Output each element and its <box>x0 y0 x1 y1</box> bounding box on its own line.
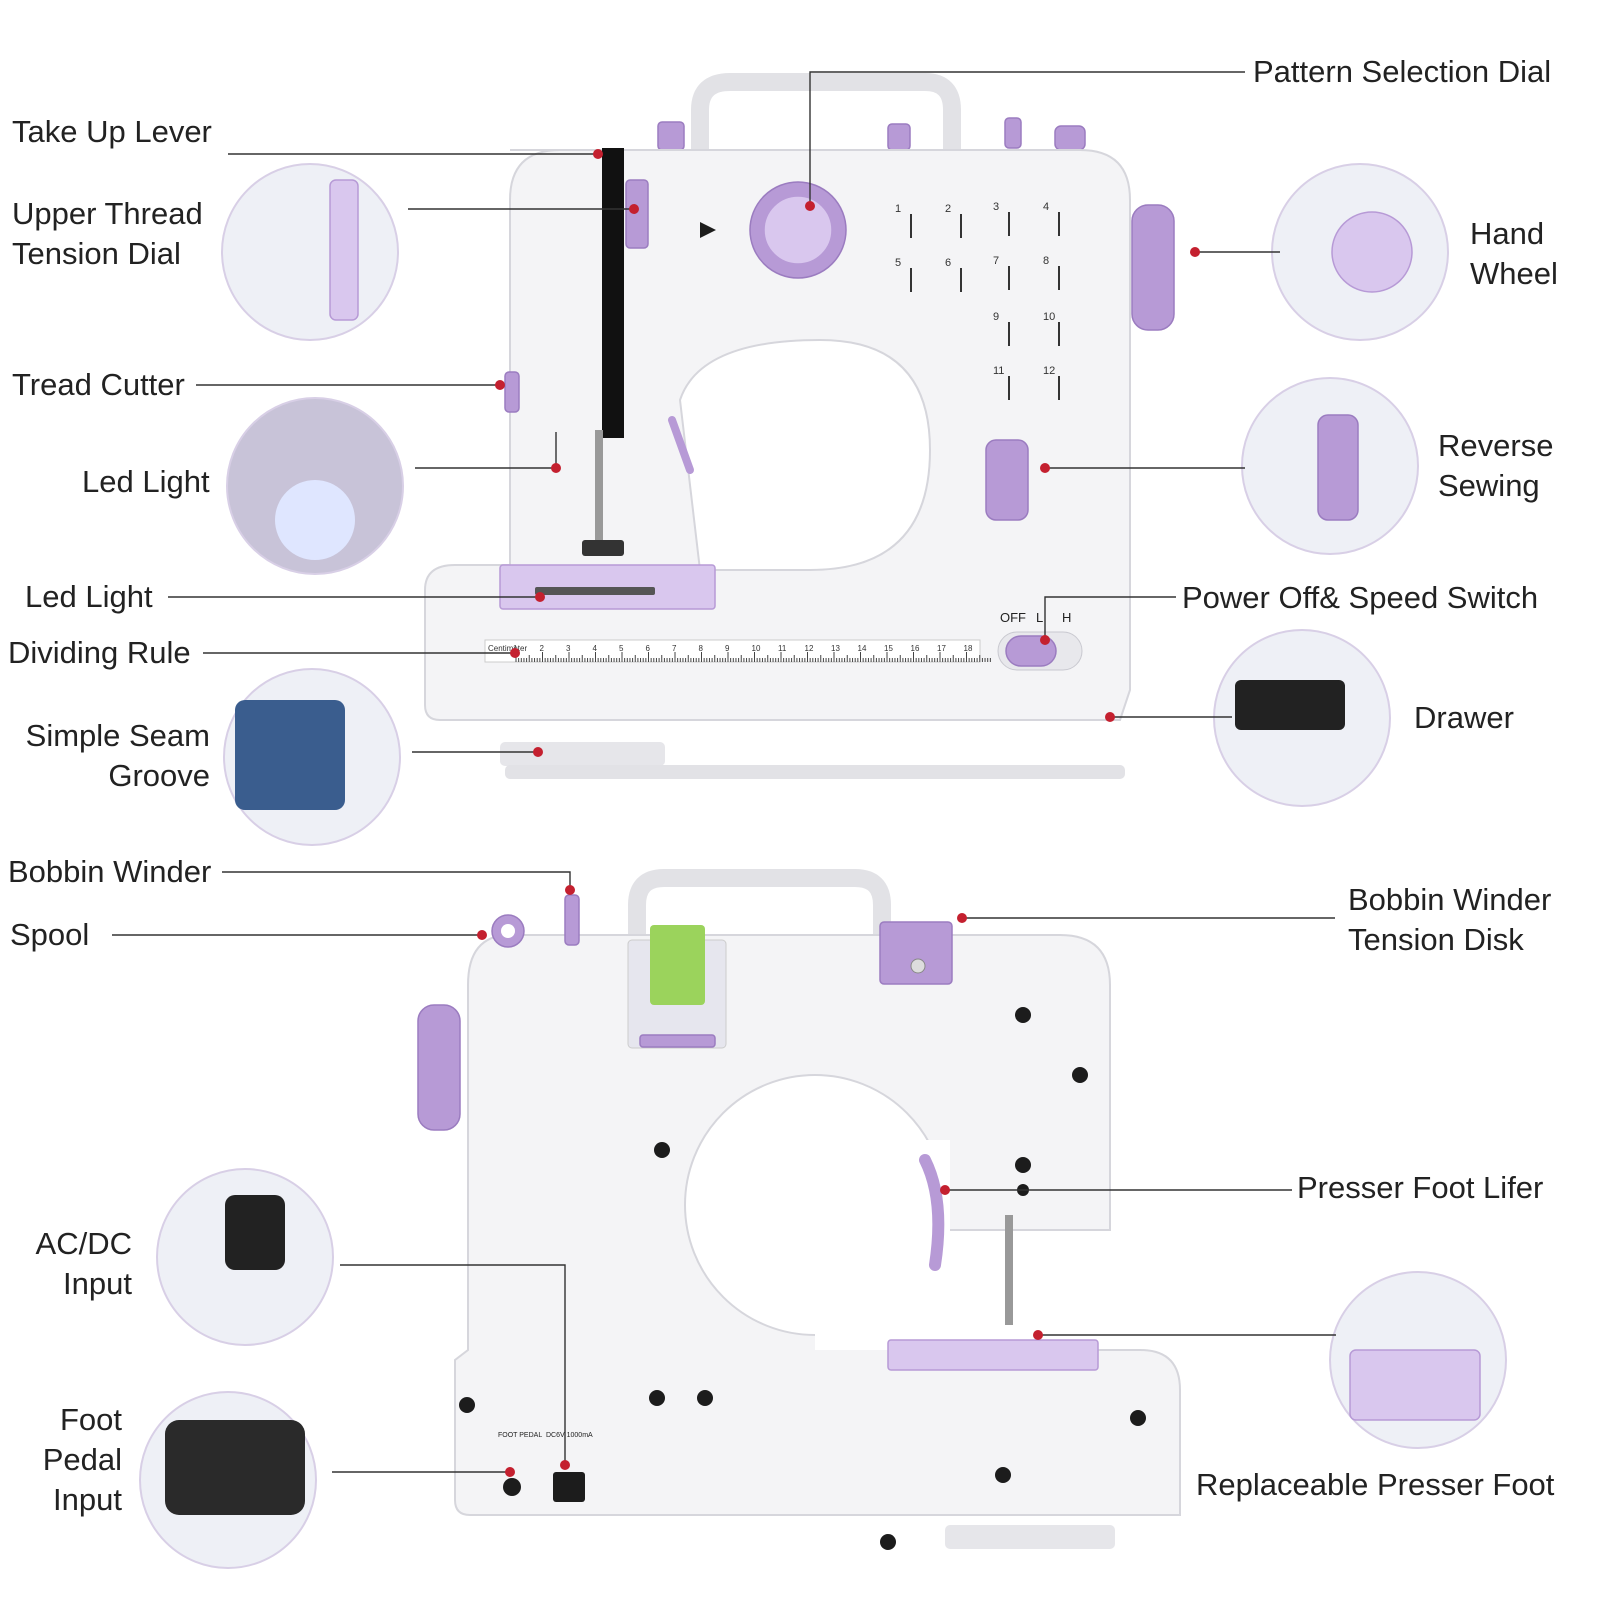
rule-number: 12 <box>805 644 814 653</box>
led-light-label-1: Led Light <box>82 464 210 499</box>
rule-number: 10 <box>752 644 761 653</box>
rule-number: 13 <box>831 644 840 653</box>
rule-number: 16 <box>911 644 920 653</box>
stitch-number: 4 <box>1043 201 1049 213</box>
rule-unit-label: Centimeter <box>488 644 527 653</box>
bobbin-winder-tension-disk-label-1: Bobbin Winder <box>1348 882 1552 917</box>
foot-pedal-input-label-2: Pedal <box>42 1442 122 1477</box>
marker-dots <box>477 149 1200 1477</box>
switch-l-label: L <box>1036 610 1043 625</box>
dc-port-label: DC6V 1000mA <box>546 1432 593 1439</box>
leader-lines <box>112 71 1336 1473</box>
bobbin-winder-tension-disk-label-2: Tension Disk <box>1348 922 1524 957</box>
foot-pedal-input-label-1: Foot <box>59 1402 122 1437</box>
pattern-selection-dial-label: Pattern Selection Dial <box>1253 54 1552 89</box>
rule-number: 2 <box>540 644 545 653</box>
rule-number: 6 <box>646 644 651 653</box>
rule-number: 7 <box>672 644 677 653</box>
stitch-number: 8 <box>1043 255 1049 267</box>
spool-label: Spool <box>10 917 90 952</box>
tread-cutter-label: Tread Cutter <box>12 367 185 402</box>
rule-number: 3 <box>566 644 571 653</box>
stitch-number: 10 <box>1043 311 1055 323</box>
switch-h-label: H <box>1062 610 1071 625</box>
drawer-label: Drawer <box>1414 700 1514 735</box>
rule-number: 18 <box>964 644 973 653</box>
simple-seam-groove-label-1: Simple Seam <box>25 718 210 753</box>
power-speed-switch-label: Power Off& Speed Switch <box>1182 580 1539 615</box>
presser-foot-lifer-label: Presser Foot Lifer <box>1297 1170 1544 1205</box>
back-machine: FOOT PEDAL DC6V 1000mA <box>417 869 1181 1550</box>
stitch-number: 7 <box>993 255 999 267</box>
stitch-number: 11 <box>993 365 1004 377</box>
rule-number: 14 <box>858 644 867 653</box>
stitch-number: 9 <box>993 311 999 323</box>
rule-number: 5 <box>619 644 624 653</box>
ac-dc-input-label-1: AC/DC <box>35 1226 132 1261</box>
simple-seam-groove-label-2: Groove <box>108 758 210 793</box>
rule-number: 17 <box>937 644 946 653</box>
foot-pedal-input-label-3: Input <box>53 1482 122 1517</box>
rule-number: 11 <box>778 644 787 653</box>
stitch-number: 1 <box>895 203 901 215</box>
foot-pedal-port-label: FOOT PEDAL <box>498 1432 542 1439</box>
tension-dial-detail <box>221 163 399 341</box>
rule-number: 4 <box>593 644 598 653</box>
hand-wheel-label-2: Wheel <box>1470 256 1558 291</box>
take-up-lever-label: Take Up Lever <box>12 114 212 149</box>
dividing-rule-ticks: Centimeter123456789101112131415161718 <box>488 644 991 662</box>
rule-number: 9 <box>725 644 730 653</box>
stitch-number: 2 <box>945 203 951 215</box>
replaceable-presser-foot-label: Replaceable Presser Foot <box>1196 1467 1555 1502</box>
reverse-sewing-label-1: Reverse <box>1438 428 1554 463</box>
stitch-number: 12 <box>1043 365 1055 377</box>
switch-off-label: OFF <box>1000 610 1026 625</box>
upper-thread-tension-dial-label-1: Upper Thread <box>12 196 203 231</box>
detail-circles <box>139 163 1507 1569</box>
reverse-sewing-label-2: Sewing <box>1438 468 1540 503</box>
stitch-number: 3 <box>993 201 999 213</box>
stitch-number: 5 <box>895 257 901 269</box>
ac-dc-input-label-2: Input <box>63 1266 132 1301</box>
upper-thread-tension-dial-label-2: Tension Dial <box>12 236 181 271</box>
led-light-label-2: Led Light <box>25 579 153 614</box>
stitch-number: 6 <box>945 257 951 269</box>
rule-number: 15 <box>884 644 893 653</box>
hand-wheel-label-1: Hand <box>1470 216 1545 251</box>
rule-number: 8 <box>699 644 704 653</box>
dividing-rule-label: Dividing Rule <box>8 635 191 670</box>
bobbin-winder-label: Bobbin Winder <box>8 854 212 889</box>
